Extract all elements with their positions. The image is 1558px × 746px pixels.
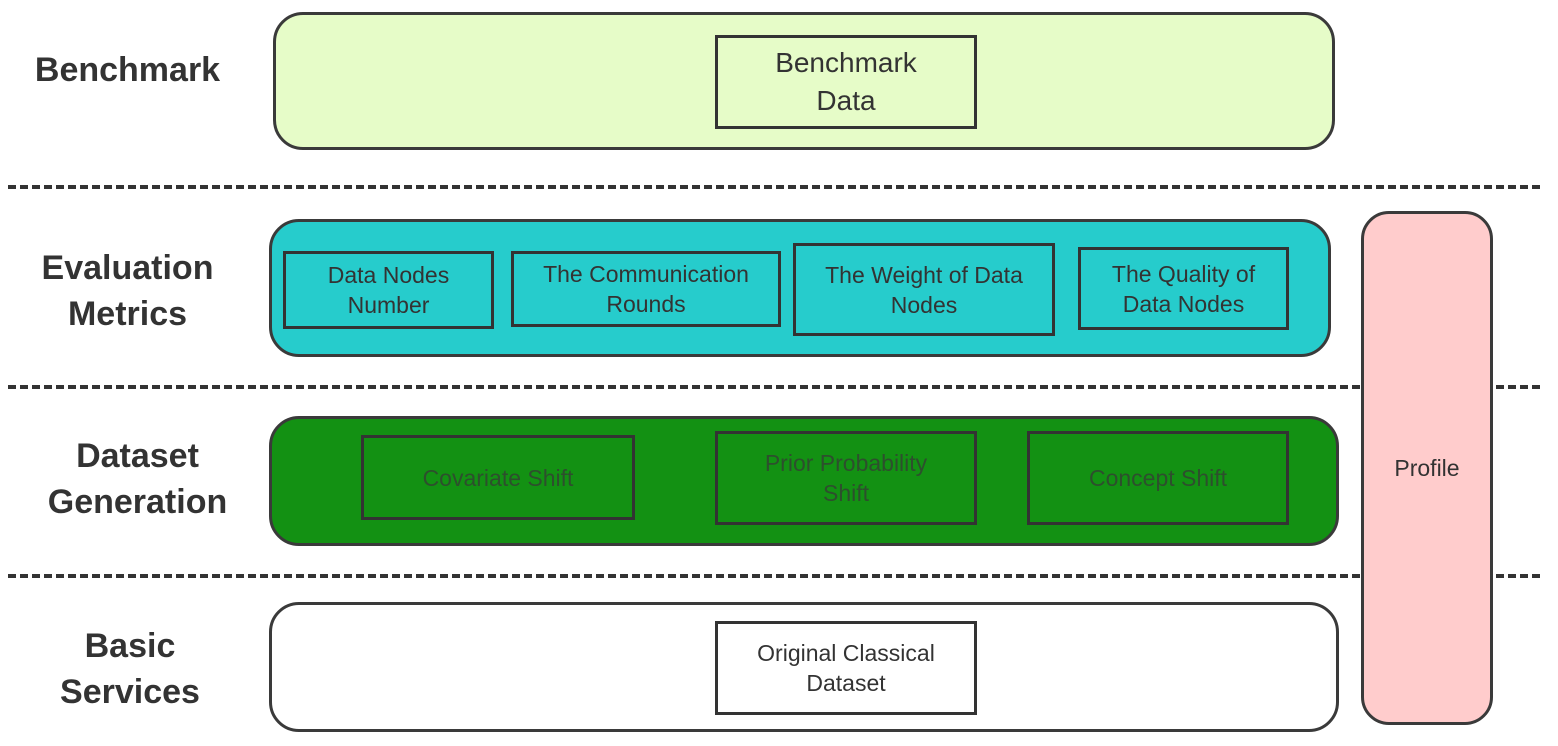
profile-bar: Profile bbox=[1361, 211, 1493, 725]
divider-generation-services bbox=[8, 574, 1540, 578]
node-quality-of-data-nodes: The Quality of Data Nodes bbox=[1078, 247, 1289, 330]
layer-label-benchmark: Benchmark bbox=[34, 51, 221, 89]
layer-label-evaluation-metrics: Evaluation Metrics bbox=[41, 249, 214, 333]
divider-benchmark-metrics bbox=[8, 185, 1540, 189]
node-covariate-shift: Covariate Shift bbox=[361, 435, 635, 520]
node-weight-of-data-nodes: The Weight of Data Nodes bbox=[793, 243, 1055, 336]
node-benchmark-data: Benchmark Data bbox=[715, 35, 977, 129]
profile-label: Profile bbox=[1394, 454, 1460, 481]
node-communication-rounds: The Communication Rounds bbox=[511, 251, 781, 327]
divider-metrics-generation bbox=[8, 385, 1540, 389]
node-prior-probability-shift: Prior Probability Shift bbox=[715, 431, 977, 525]
layer-label-dataset-generation: Dataset Generation bbox=[47, 437, 228, 521]
node-concept-shift: Concept Shift bbox=[1027, 431, 1289, 525]
layer-label-basic-services: Basic Services bbox=[60, 627, 200, 711]
node-data-nodes-number: Data Nodes Number bbox=[283, 251, 494, 329]
node-original-classical-dataset: Original Classical Dataset bbox=[715, 621, 977, 715]
